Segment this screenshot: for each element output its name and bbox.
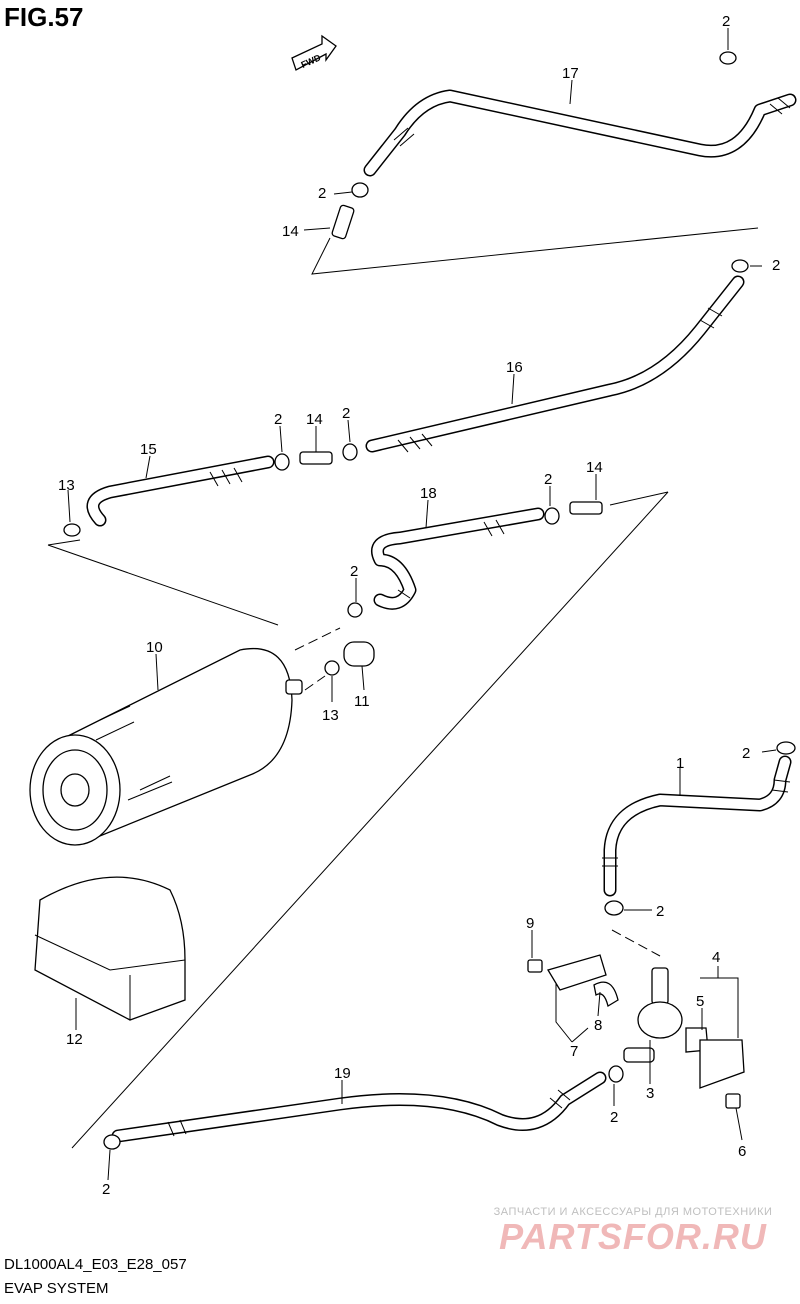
callout-13: 13 [322,707,339,724]
fwd-arrow-icon: FWD [291,34,337,71]
callout-2: 2 [772,257,780,274]
bracket-parts [527,954,745,1109]
callout-2: 2 [342,405,350,422]
dash-lines [294,627,661,957]
callout-2: 2 [350,563,358,580]
model-code: DL1000AL4_E03_E28_057 [4,1256,187,1273]
callout-17: 17 [562,65,579,82]
joint-parts [299,204,603,515]
callout-1: 1 [676,755,684,772]
callout-2: 2 [722,13,730,30]
figure-title: FIG.57 [4,2,84,32]
section-title: EVAP SYSTEM [4,1280,109,1297]
callout-14: 14 [586,459,603,476]
divider-line-right [609,491,669,506]
callout-11: 11 [354,693,370,710]
divider-line-middle-top [47,539,81,546]
watermark: ЗАПЧАСТИ И АКСЕССУАРЫ ДЛЯ МОТОТЕХНИКИ PA… [470,1206,796,1256]
valve-3 [623,967,683,1063]
hose-19 [111,1071,607,1143]
callout-7: 7 [570,1043,578,1060]
callout-19: 19 [334,1065,351,1082]
hose-15 [86,455,275,527]
callout-2: 2 [656,903,664,920]
divider-line-top [311,227,759,275]
hose-16 [365,275,745,453]
callout-13: 13 [58,477,75,494]
callout-2: 2 [742,745,750,762]
callout-2: 2 [318,185,326,202]
callout-15: 15 [140,441,157,458]
callout-2: 2 [544,471,552,488]
callout-2: 2 [102,1181,110,1198]
hose-11 [343,641,375,667]
callout-2: 2 [274,411,282,428]
hose-17 [363,89,797,177]
divider-line-diagonal [71,491,669,1149]
callout-labels: 2 17 2 14 2 16 2 14 2 15 13 18 2 14 2 10… [58,13,780,1198]
callout-10: 10 [146,639,163,656]
hose-18 [371,507,545,610]
watermark-brand: PARTSFOR.RU [499,1216,767,1257]
leader-lines [67,28,777,1181]
callout-18: 18 [420,485,437,502]
divider-line-middle [47,544,279,626]
callout-4: 4 [712,949,720,966]
callout-5: 5 [696,993,704,1010]
callout-16: 16 [506,359,523,376]
callout-8: 8 [594,1017,602,1034]
callout-9: 9 [526,915,534,932]
canister-10 [29,648,303,846]
cover-12 [34,876,186,1021]
callout-2: 2 [610,1109,618,1126]
callout-6: 6 [738,1143,746,1160]
clamp-parts [63,51,796,1150]
watermark-tagline: ЗАПЧАСТИ И АКСЕССУАРЫ ДЛЯ МОТОТЕХНИКИ [493,1206,773,1218]
callout-12: 12 [66,1031,83,1048]
hose-1 [602,755,792,897]
callout-3: 3 [646,1085,654,1102]
callout-14: 14 [282,223,299,240]
callout-14: 14 [306,411,323,428]
